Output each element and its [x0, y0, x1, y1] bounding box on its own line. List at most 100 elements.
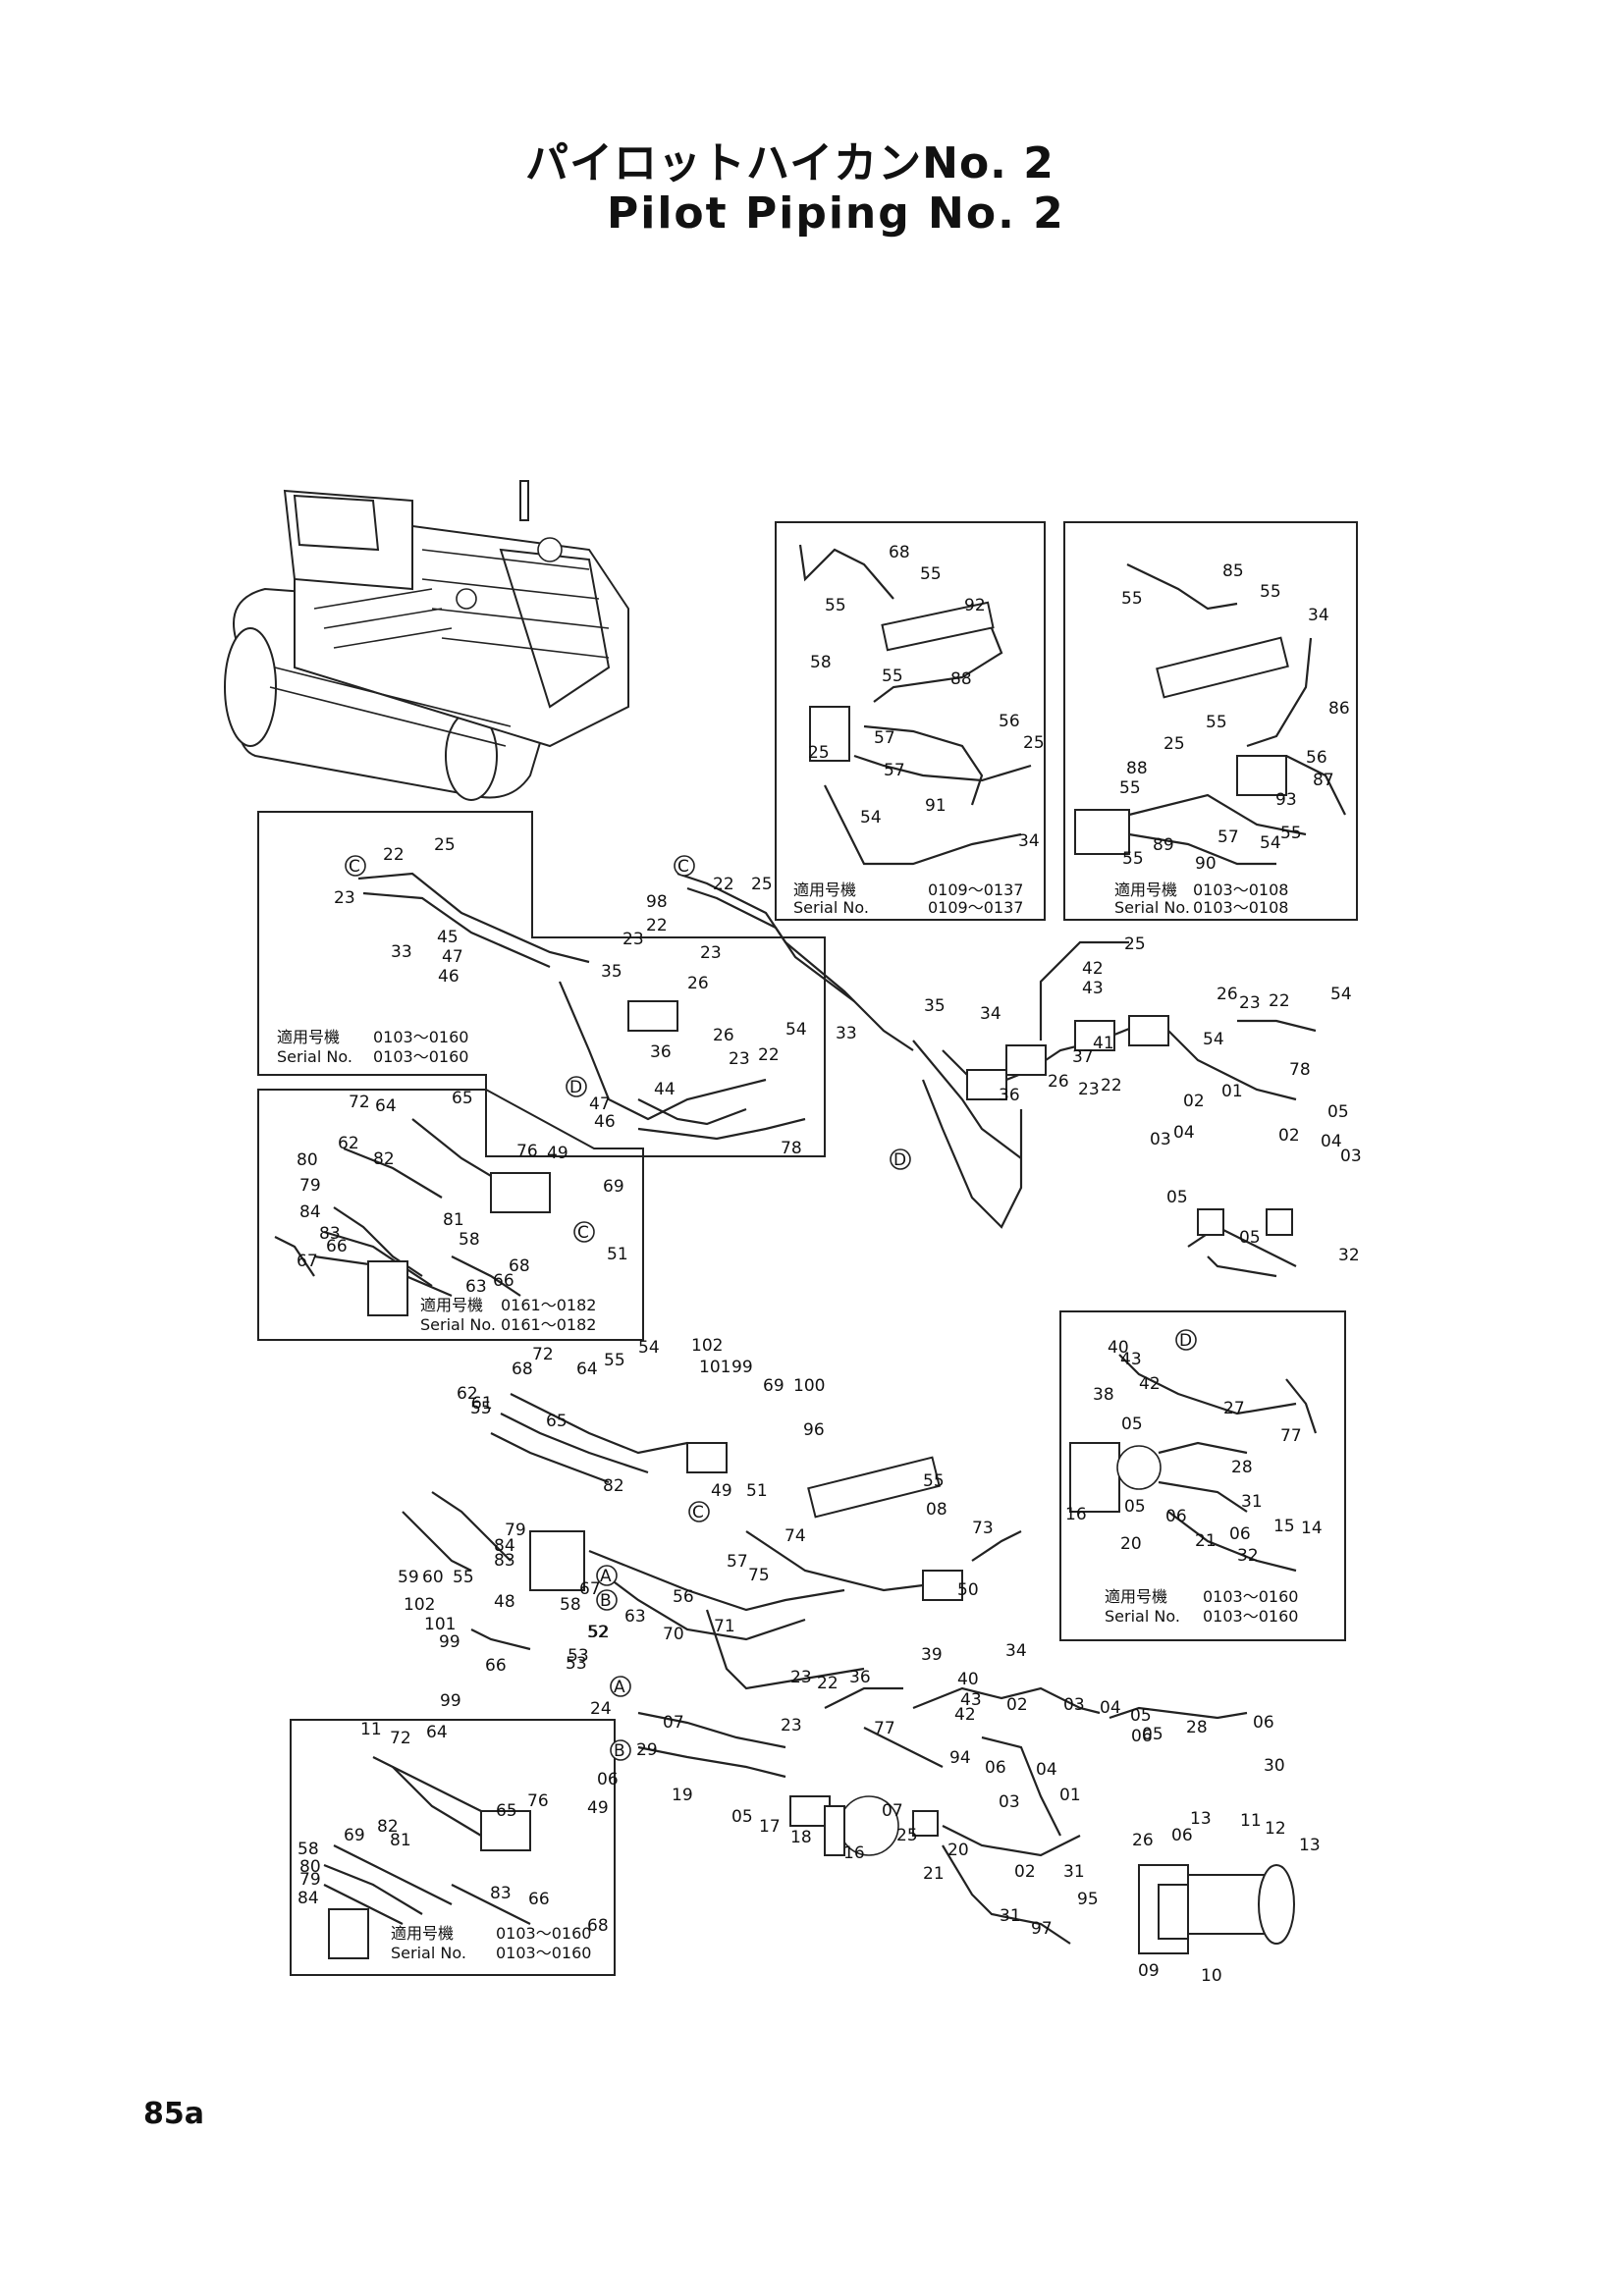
part-number-label: 18	[790, 1828, 812, 1847]
part-number-label: 84	[298, 1889, 319, 1908]
part-number-label: 59	[398, 1568, 419, 1587]
part-number-label: 36	[849, 1668, 871, 1687]
part-number-label: 64	[576, 1360, 598, 1379]
main-routing	[676, 872, 1317, 1278]
part-number-label: 08	[926, 1500, 947, 1520]
page-title-english: Pilot Piping No. 2	[607, 188, 1065, 239]
part-number-label: 12	[1265, 1819, 1286, 1839]
inset-upper-right	[1063, 521, 1358, 921]
part-number-label: 69	[344, 1826, 365, 1845]
part-number-label: 03	[999, 1792, 1020, 1812]
part-number-label: 23	[700, 943, 722, 963]
part-number-label: 25	[1023, 733, 1045, 753]
part-number-label: 67	[297, 1252, 318, 1271]
part-number-label: 64	[375, 1096, 397, 1116]
part-number-label: 77	[874, 1719, 895, 1738]
part-number-label: 39	[921, 1645, 943, 1665]
part-number-label: 53	[568, 1646, 589, 1666]
part-number-label: 97	[1031, 1919, 1053, 1939]
part-number-label: 30	[1264, 1756, 1285, 1776]
part-number-label: 36	[999, 1086, 1020, 1105]
part-number-label: 72	[532, 1345, 554, 1364]
part-number-label: 67	[579, 1579, 601, 1599]
inset-right-middle	[1059, 1310, 1346, 1641]
part-number-label: 25	[1163, 734, 1185, 754]
part-number-label: 22	[1101, 1076, 1122, 1095]
part-number-label: 62	[338, 1134, 359, 1153]
part-number-label: 26	[713, 1026, 734, 1045]
svg-text:D: D	[893, 1150, 906, 1170]
part-number-label: 81	[443, 1210, 464, 1230]
part-number-label: 48	[494, 1592, 515, 1612]
part-number-label: 23	[781, 1716, 802, 1735]
part-number-label: 63	[624, 1607, 646, 1627]
svg-text:A: A	[600, 1567, 612, 1586]
part-number-label: 94	[949, 1748, 971, 1768]
part-number-label: 33	[391, 942, 412, 962]
part-number-label: 88	[1126, 759, 1148, 778]
part-number-label: 03	[1340, 1147, 1362, 1166]
part-number-label: 22	[713, 875, 734, 894]
part-number-label: 71	[714, 1617, 735, 1636]
part-number-label: 13	[1299, 1836, 1321, 1855]
part-number-label: 55	[825, 596, 846, 615]
part-number-label: 72	[390, 1729, 411, 1748]
serial-box-left-bottom: 適用号機 0103～0160 Serial No. 0103～0160	[391, 1924, 591, 1962]
part-number-label: 65	[546, 1412, 568, 1431]
part-number-label: 26	[1048, 1072, 1069, 1092]
part-number-label: 14	[1301, 1519, 1323, 1538]
part-number-label: 23	[1239, 993, 1261, 1013]
part-number-label: 102	[404, 1595, 435, 1615]
svg-text:適用号機: 適用号機	[391, 1924, 454, 1943]
svg-text:D: D	[1179, 1331, 1192, 1351]
part-number-label: 81	[390, 1831, 411, 1850]
part-number-label: 06	[1253, 1713, 1274, 1733]
page-title-japanese: パイロットハイカンNo. 2	[525, 138, 1055, 188]
part-number-label: 87	[1313, 771, 1334, 790]
part-number-label: 74	[784, 1526, 806, 1546]
svg-text:Serial No.: Serial No.	[391, 1944, 466, 1962]
part-number-label: 83	[490, 1884, 512, 1903]
part-number-label: 10	[1201, 1966, 1222, 1986]
part-number-label: 20	[1120, 1534, 1142, 1554]
part-number-label: 09	[1138, 1961, 1160, 1981]
part-number-label: 23	[729, 1049, 750, 1069]
part-number-label: 54	[785, 1020, 807, 1040]
part-number-label: 55	[1260, 582, 1281, 602]
part-number-label: 32	[1338, 1246, 1360, 1265]
part-number-label: 84	[494, 1536, 515, 1556]
part-number-label: 26	[687, 974, 709, 993]
part-number-label: 53	[566, 1654, 587, 1674]
part-number-label: 56	[1306, 748, 1327, 768]
part-number-label: 65	[452, 1089, 473, 1108]
part-number-label: 33	[836, 1024, 857, 1043]
part-number-label: 88	[950, 669, 972, 689]
part-number-label: 42	[1139, 1374, 1161, 1394]
svg-text:C: C	[692, 1503, 704, 1522]
part-number-label: 16	[843, 1843, 865, 1863]
marker-d-2: D	[890, 1148, 911, 1170]
excavator-illustration	[224, 480, 629, 801]
part-number-label: 06	[985, 1758, 1006, 1778]
part-number-label: 05	[1142, 1725, 1163, 1744]
part-number-label: 70	[663, 1625, 684, 1644]
part-number-label: 58	[560, 1595, 581, 1615]
svg-text:適用号機: 適用号機	[793, 881, 856, 899]
part-number-label: 21	[923, 1864, 945, 1884]
part-number-label: 27	[1223, 1399, 1245, 1418]
part-number-label: 76	[527, 1791, 549, 1811]
part-number-label: 24	[590, 1699, 612, 1719]
part-number-label: 96	[803, 1420, 825, 1440]
part-number-label: 41	[1093, 1034, 1114, 1053]
svg-text:適用号機: 適用号機	[1114, 881, 1177, 899]
part-number-label: 25	[434, 835, 456, 855]
part-number-label: 06	[1171, 1826, 1193, 1845]
part-number-label: 54	[860, 808, 882, 828]
part-number-label: 31	[1000, 1906, 1021, 1926]
part-number-label: 101	[424, 1615, 456, 1634]
part-number-label: 25	[896, 1826, 918, 1845]
part-number-label: 72	[349, 1093, 370, 1112]
part-number-label: 55	[1122, 849, 1144, 869]
part-number-label: 58	[459, 1230, 480, 1250]
